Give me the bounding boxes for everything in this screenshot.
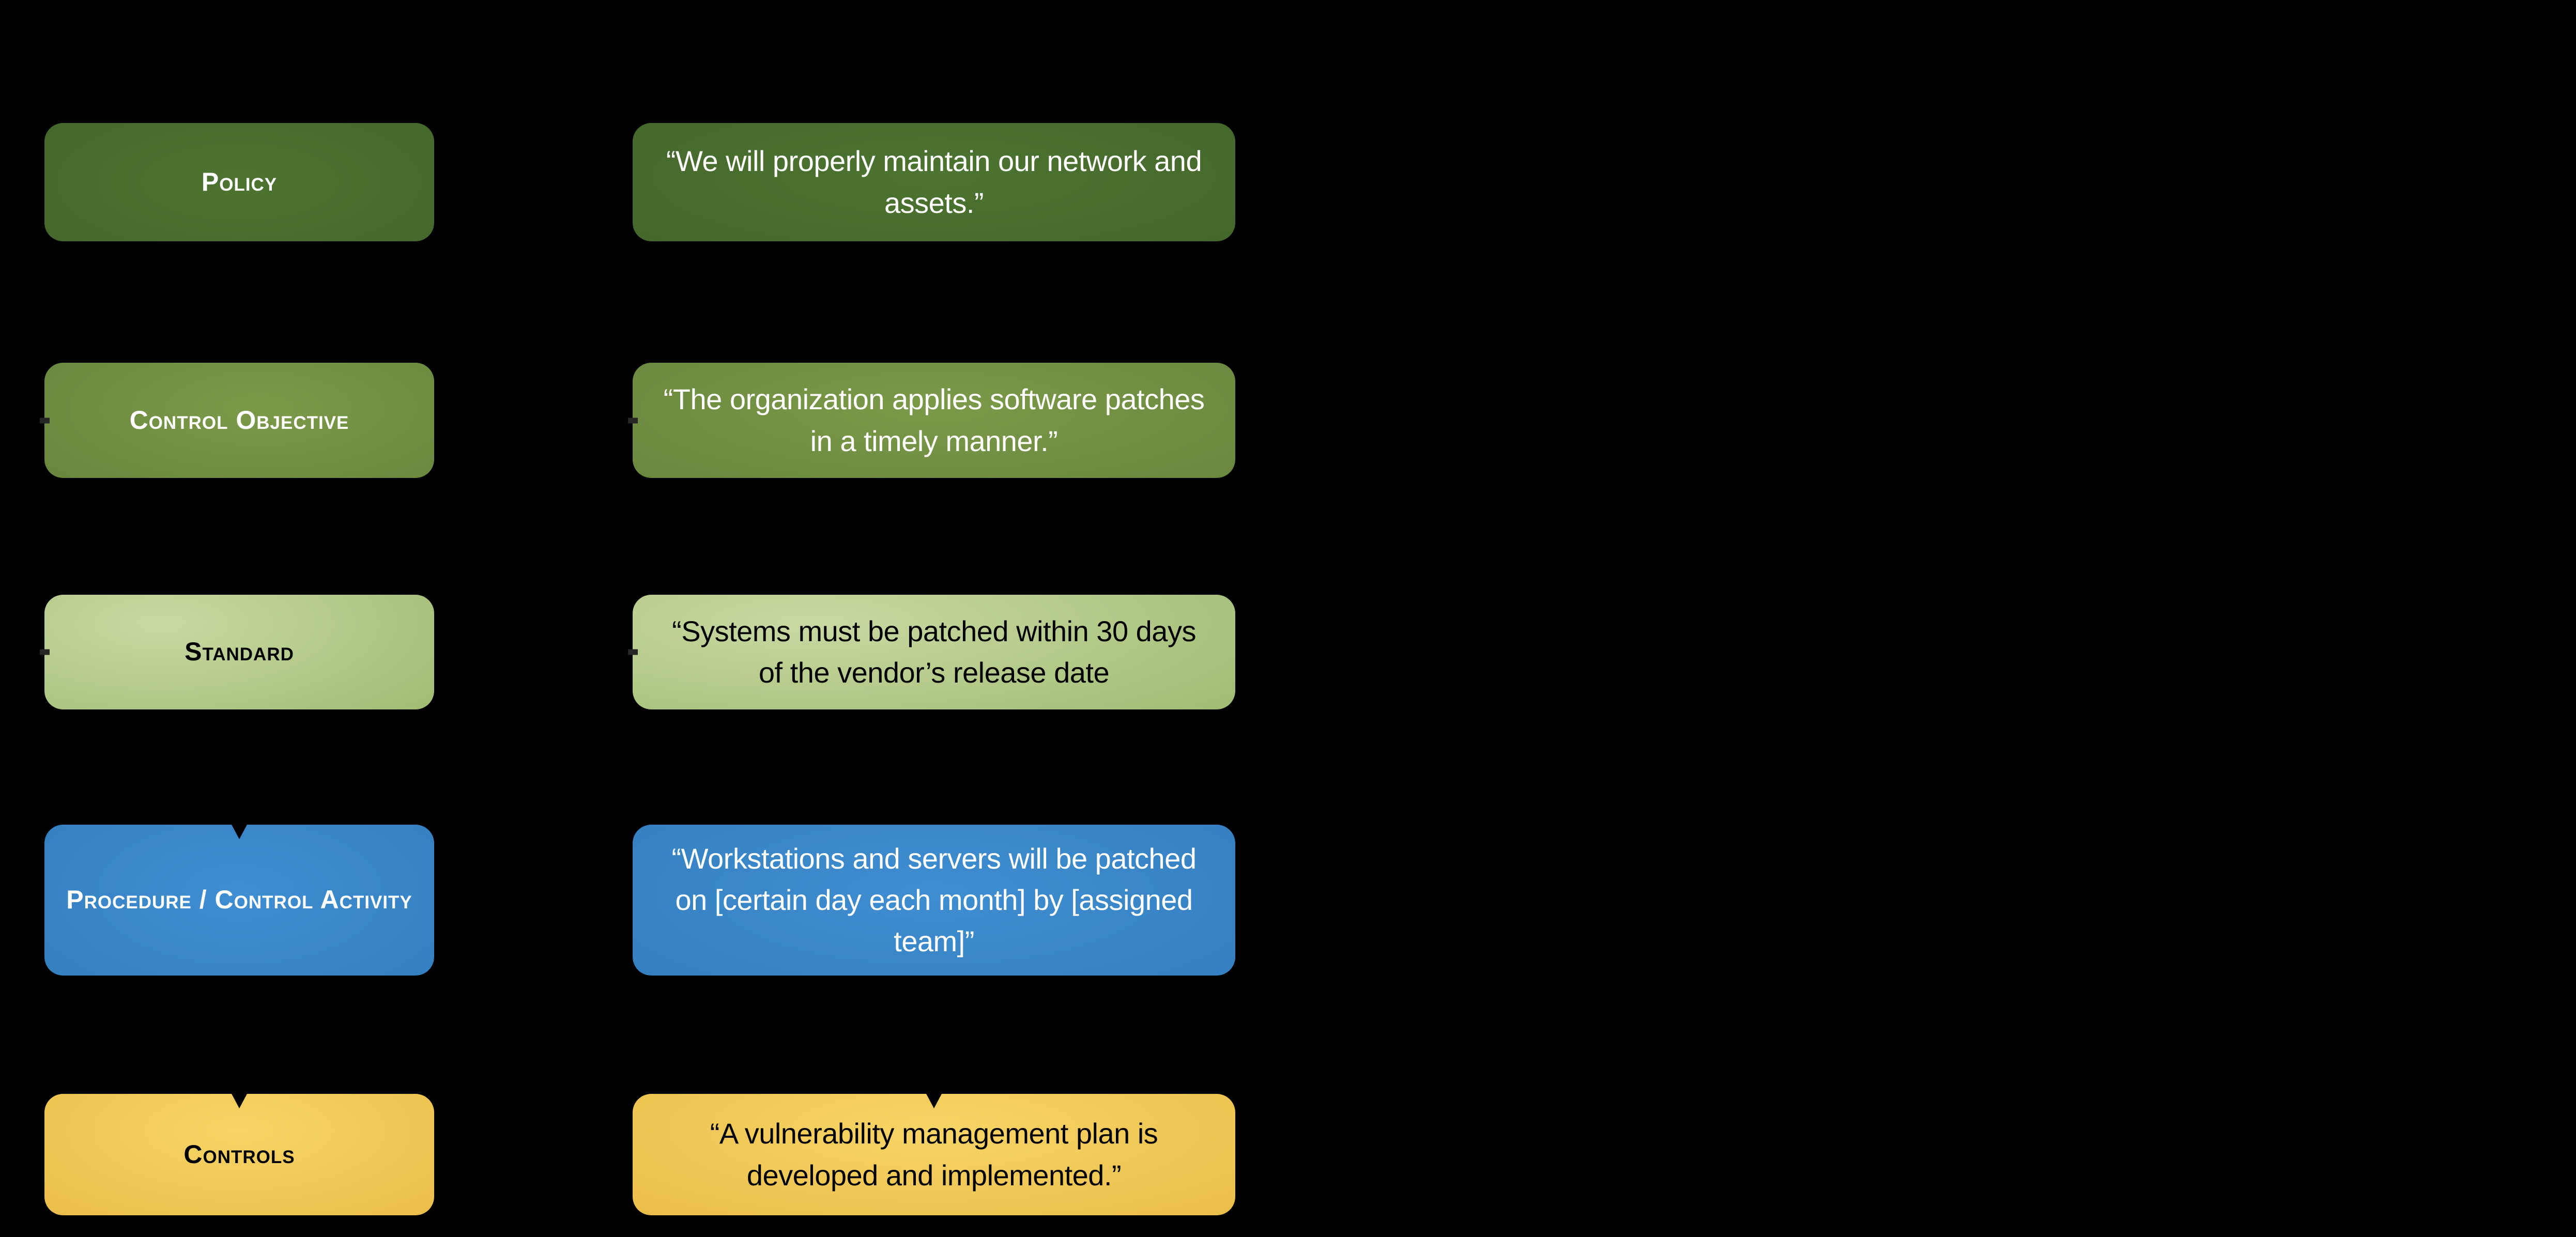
connector-arrowhead-icon: [926, 1093, 942, 1108]
quote-box-controls: “A vulnerability management plan is deve…: [633, 1093, 1235, 1215]
connector-arrowhead-icon: [231, 824, 248, 839]
quote-box-policy: “We will properly maintain our network a…: [633, 123, 1235, 241]
label-box-procedure-control-activity: Procedure / Control Activity: [44, 824, 434, 976]
quote-box-standard: “Systems must be patched within 30 days …: [628, 595, 1235, 709]
label-text-control-objective: Control Objective: [129, 405, 349, 435]
connector-arrowhead-icon: [231, 1093, 248, 1108]
label-text-standard: Standard: [185, 637, 294, 667]
connector-stub-icon: [40, 649, 50, 655]
quote-text-control-objective: “The organization applies software patch…: [663, 383, 1205, 457]
connector-stub-icon: [40, 418, 50, 423]
quote-box-control-objective: “The organization applies software patch…: [628, 363, 1235, 478]
quote-box-procedure-control-activity: “Workstations and servers will be patche…: [633, 825, 1235, 976]
label-text-controls: Controls: [183, 1139, 295, 1169]
label-text-procedure-control-activity: Procedure / Control Activity: [66, 885, 412, 915]
quote-text-policy: “We will properly maintain our network a…: [666, 145, 1202, 219]
label-box-control-objective: Control Objective: [40, 363, 434, 478]
label-box-controls: Controls: [44, 1093, 434, 1215]
quote-text-standard: “Systems must be patched within 30 days …: [672, 614, 1196, 689]
label-box-standard: Standard: [40, 595, 434, 709]
label-text-policy: Policy: [201, 167, 278, 196]
connector-stub-icon: [628, 649, 638, 655]
quote-text-procedure-control-activity: “Workstations and servers will be patche…: [671, 842, 1197, 958]
quote-text-controls: “A vulnerability management plan is deve…: [710, 1117, 1158, 1192]
label-box-policy: Policy: [44, 123, 434, 241]
connector-stub-icon: [628, 418, 638, 423]
